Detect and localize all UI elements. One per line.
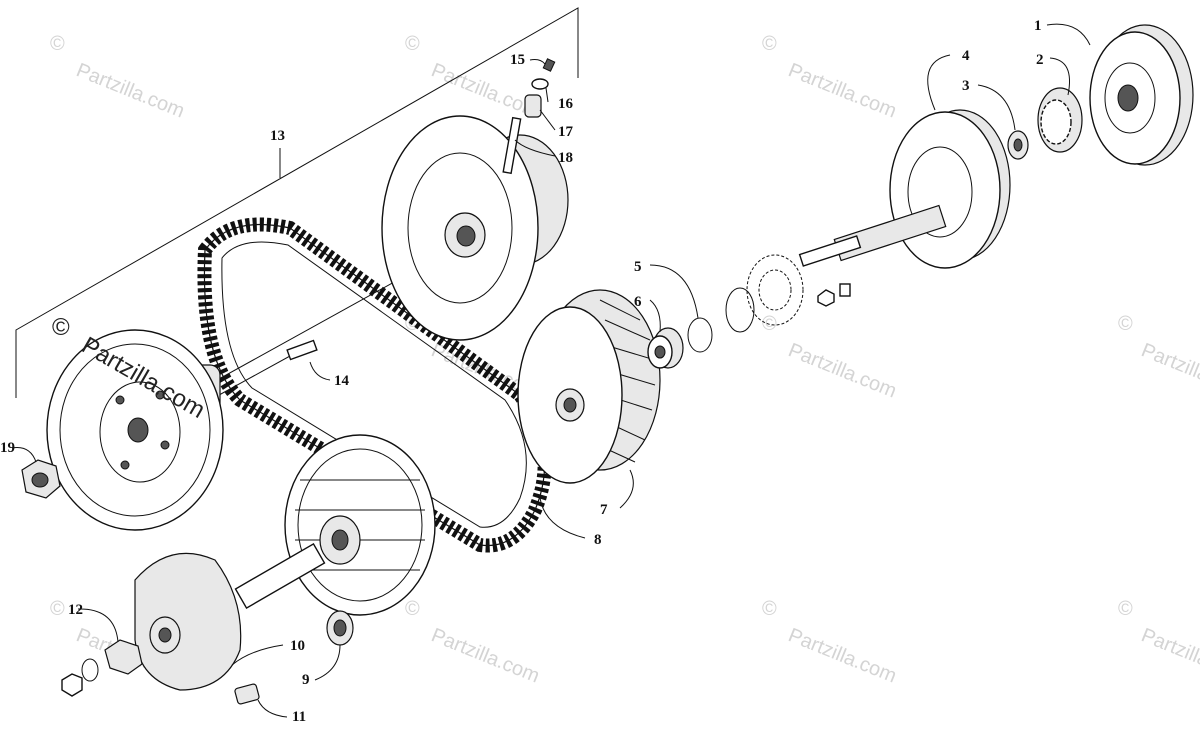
bushing-11 xyxy=(234,683,260,705)
clutch-drum-4 xyxy=(798,109,1011,269)
callout-15: 15 xyxy=(510,52,525,68)
watermark-text: Partzilla.com xyxy=(785,339,899,402)
callout-12: 12 xyxy=(68,602,83,618)
callout-8: 8 xyxy=(594,532,602,548)
callout-2: 2 xyxy=(1036,52,1044,68)
callout-leaders xyxy=(11,23,1091,718)
watermark-9: © Partzilla.com xyxy=(762,598,900,688)
callout-3: 3 xyxy=(962,78,970,94)
nut-12 xyxy=(61,639,143,697)
key-14 xyxy=(286,339,318,361)
watermark-text: Partzilla.com xyxy=(785,59,899,122)
cover-plate-10 xyxy=(134,552,242,691)
watermark-symbol: © xyxy=(50,33,65,55)
watermark-2: © Partzilla.com xyxy=(405,33,543,123)
callout-10: 10 xyxy=(290,638,305,654)
callout-14: 14 xyxy=(334,373,350,389)
clutch-housing-1 xyxy=(1089,24,1194,166)
watermark-3: © Partzilla.com xyxy=(762,33,900,123)
watermark-symbol: © xyxy=(1118,598,1133,620)
watermark-symbol: © xyxy=(50,598,65,620)
one-way-clutch-2 xyxy=(1037,87,1083,153)
watermark-symbol: © xyxy=(405,598,420,620)
callout-7: 7 xyxy=(600,502,608,518)
callout-1: 1 xyxy=(1034,18,1042,34)
fan-sheave-7 xyxy=(517,289,661,484)
callout-18: 18 xyxy=(558,150,573,166)
watermark-text: Partzilla.com xyxy=(428,624,542,687)
drive-clutch-spider xyxy=(284,434,436,616)
watermark-text: Partzilla.com xyxy=(1138,339,1200,402)
callout-11: 11 xyxy=(292,709,306,725)
callout-4: 4 xyxy=(962,48,970,64)
watermark-5: © Partzilla.com xyxy=(762,313,900,403)
bearing-housing xyxy=(746,254,804,326)
watermark-symbol: © xyxy=(1118,313,1133,335)
assembly-bracket-13 xyxy=(15,7,579,398)
watermark-symbol: © xyxy=(52,314,70,341)
callout-9: 9 xyxy=(302,672,310,688)
flange-nut-19 xyxy=(21,459,61,499)
watermark-symbol: © xyxy=(405,33,420,55)
watermark-6: © Partzilla.com xyxy=(1118,313,1200,403)
watermark-symbol: © xyxy=(762,33,777,55)
watermark-text: Partzilla.com xyxy=(73,59,187,122)
o-ring-5 xyxy=(687,317,713,353)
cam-pin-stack xyxy=(502,58,556,175)
driven-clutch-sheave xyxy=(381,115,569,341)
circlip xyxy=(725,287,755,333)
watermark-text: Partzilla.com xyxy=(1138,624,1200,687)
callout-17: 17 xyxy=(558,124,574,140)
shaft-sleeve xyxy=(234,543,326,609)
watermark-text: Partzilla.com xyxy=(785,624,899,687)
movable-sheave-left xyxy=(46,329,224,531)
bearing-9 xyxy=(326,610,354,646)
callout-labels: 1 2 3 4 5 6 7 8 9 10 11 12 13 14 15 16 1… xyxy=(0,18,1044,725)
nut-bolt-small xyxy=(817,283,851,307)
drive-belt xyxy=(197,217,552,553)
callout-5: 5 xyxy=(634,259,642,275)
callout-19: 19 xyxy=(0,440,15,456)
bearing-6 xyxy=(647,327,684,369)
callout-6: 6 xyxy=(634,294,642,310)
callout-16: 16 xyxy=(558,96,574,112)
spacer-3 xyxy=(1007,130,1029,160)
watermark-10: © Partzilla.com xyxy=(1118,598,1200,688)
watermark-8: © Partzilla.com xyxy=(405,598,543,688)
watermark-1: © Partzilla.com xyxy=(50,33,188,123)
watermark-symbol: © xyxy=(762,598,777,620)
callout-13: 13 xyxy=(270,128,285,144)
